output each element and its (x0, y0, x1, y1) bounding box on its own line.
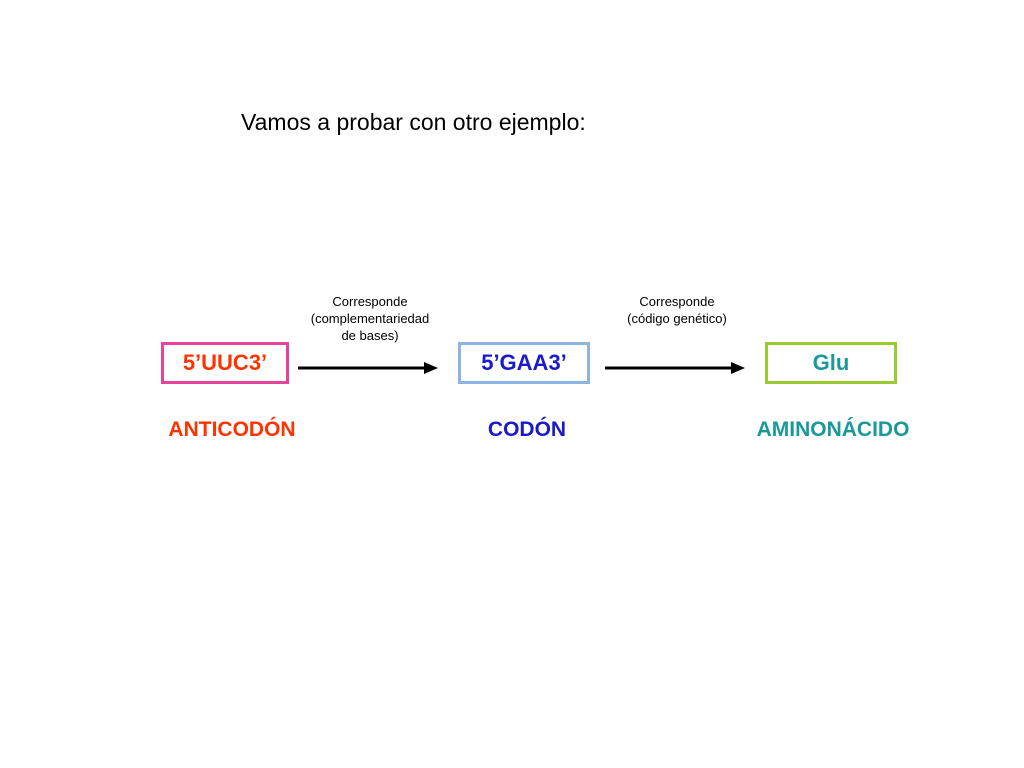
arrow-head (424, 362, 438, 374)
note-line: (complementariedad (310, 311, 430, 326)
arrow-note-complementarity: Corresponde (complementariedad de bases) (311, 293, 430, 344)
note-line: Corresponde (332, 294, 408, 309)
arrow-head (731, 362, 745, 374)
anticodon-box: 5’UUC3’ (161, 342, 289, 384)
note-line: (código genético) (627, 311, 727, 326)
codon-box: 5’GAA3’ (458, 342, 590, 384)
anticodon-sequence: 5’UUC3’ (182, 350, 268, 375)
codon-label: CODÓN (487, 418, 567, 441)
arrow-codon-to-amino (605, 362, 745, 374)
note-line: Corresponde (639, 294, 715, 309)
arrow-note-genetic-code: Corresponde (código genético) (627, 293, 727, 327)
amino-acid-label: AMINONÁCIDO (756, 418, 910, 441)
arrow-anticodon-to-codon (298, 362, 438, 374)
amino-acid-box: Glu (765, 342, 897, 384)
amino-acid-name: Glu (812, 350, 850, 375)
anticodon-label: ANTICODÓN (168, 418, 296, 441)
codon-sequence: 5’GAA3’ (481, 350, 567, 375)
note-line: de bases) (341, 328, 399, 343)
slide-title: Vamos a probar con otro ejemplo: (241, 109, 586, 135)
